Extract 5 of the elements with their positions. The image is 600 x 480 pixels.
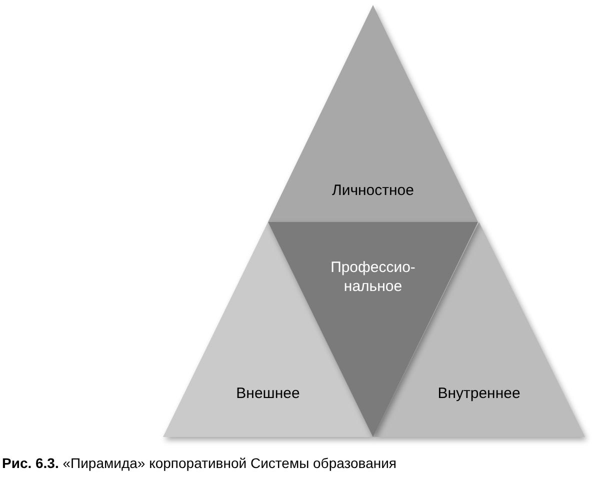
node-label: Личностное [330, 181, 415, 200]
figure-caption: Рис. 6.3. «Пирамида» корпоративной Системы образования [2, 454, 396, 473]
node-label: Внутреннее [436, 384, 522, 403]
node-label: Профессио- нальное [330, 258, 416, 296]
node-label: Внешнее [235, 384, 301, 403]
